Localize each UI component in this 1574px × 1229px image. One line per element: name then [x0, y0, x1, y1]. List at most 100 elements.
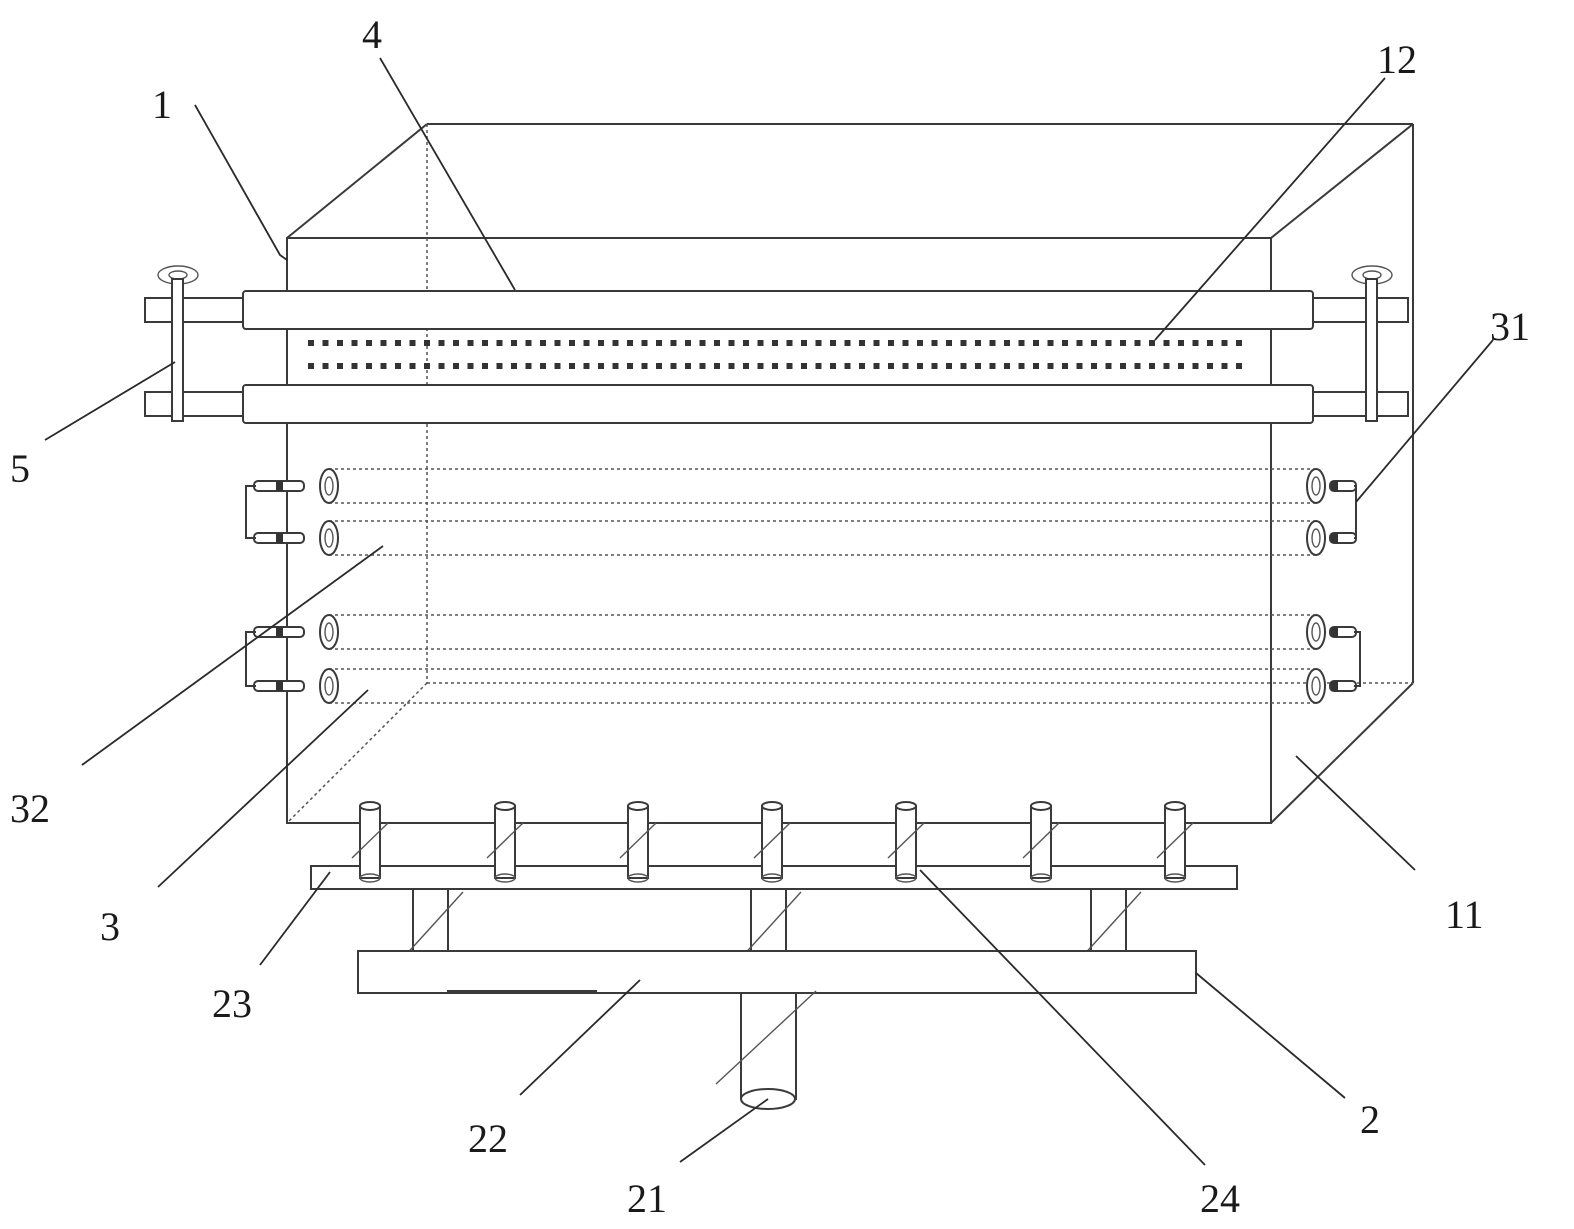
spray-hole [1163, 340, 1170, 346]
spray-hole [685, 363, 691, 369]
tube-end-left [319, 520, 339, 556]
tube-end-right-inner [1311, 622, 1321, 642]
spray-hole [772, 363, 778, 369]
spray-hole [598, 363, 604, 369]
spray-hole [380, 363, 387, 369]
spray-hole [308, 340, 314, 346]
nozzle-hatch [1156, 822, 1194, 859]
spray-hole [917, 340, 923, 346]
nozzle-top [761, 801, 783, 811]
tube-end-left-inner [324, 528, 334, 548]
spray-hole [902, 340, 909, 346]
spray-hole [351, 340, 358, 346]
spray-hole [1004, 340, 1010, 346]
label-1: 1 [152, 82, 172, 127]
tube-end-right [1306, 520, 1326, 556]
spray-hole [351, 363, 358, 369]
spray-hole [888, 363, 894, 369]
label-3: 3 [100, 904, 120, 949]
spray-hole [453, 363, 459, 369]
spray-hole [583, 363, 590, 369]
spray-hole-rows [308, 340, 1242, 369]
spray-hole [1062, 363, 1068, 369]
wire-loop-left-upper [245, 485, 256, 539]
spray-hole [960, 340, 967, 346]
spray-hole [946, 340, 952, 346]
tube-end-right-inner [1311, 476, 1321, 496]
tube-end-right-inner [1311, 676, 1321, 696]
spray-hole [1221, 340, 1228, 346]
heating-tubes [245, 468, 1361, 704]
tube-end-right [1306, 668, 1326, 704]
terminal-right-band [1331, 627, 1338, 637]
spray-hole [931, 340, 938, 346]
nozzle-top [895, 801, 917, 811]
spray-hole [989, 363, 996, 369]
spray-hole [946, 363, 952, 369]
spray-hole [424, 340, 430, 346]
spray-hole [322, 340, 329, 346]
tube-end-left-inner [324, 622, 334, 642]
nozzle [753, 801, 791, 883]
nozzle-bottom [1030, 873, 1052, 883]
spray-hole [467, 363, 474, 369]
nozzle-bottom [761, 873, 783, 883]
tube-end-left [319, 614, 339, 650]
wire-loop-right-upper [1354, 485, 1357, 539]
spray-hole [815, 340, 822, 346]
heating-tube [253, 614, 1357, 650]
spray-hole [830, 363, 836, 369]
terminal-right-band [1331, 481, 1338, 491]
spray-hole [1076, 340, 1083, 346]
spray-hole [917, 363, 923, 369]
spray-hole [1163, 363, 1170, 369]
spray-hole [1120, 363, 1126, 369]
terminal-right-band [1331, 533, 1338, 543]
nozzle-bottom [359, 873, 381, 883]
spray-hole [989, 340, 996, 346]
spray-hole [612, 363, 619, 369]
spray-hole [757, 363, 764, 369]
spray-hole [772, 340, 778, 346]
terminal-left-band [276, 627, 283, 637]
nozzle [1156, 801, 1194, 883]
spray-hole [1047, 363, 1054, 369]
spray-hole [511, 363, 517, 369]
heating-tube [253, 468, 1357, 504]
spray-hole [1149, 363, 1155, 369]
spray-hole [583, 340, 590, 346]
spray-hole [380, 340, 387, 346]
label-5: 5 [10, 446, 30, 491]
spray-hole [743, 340, 749, 346]
spray-hole [670, 363, 677, 369]
nozzle-row [351, 801, 1194, 883]
spray-hole [569, 340, 575, 346]
tube-end-left [319, 468, 339, 504]
spray-hole [322, 363, 329, 369]
spray-hole [496, 340, 503, 346]
spray-hole [960, 363, 967, 369]
spray-hole [728, 340, 735, 346]
spray-hole [931, 363, 938, 369]
spray-hole [1192, 340, 1199, 346]
tube-end-right [1306, 614, 1326, 650]
tube-end-left-inner [324, 476, 334, 496]
spray-hole [888, 340, 894, 346]
spray-hole [496, 363, 503, 369]
spray-hole [337, 363, 343, 369]
label-4: 4 [362, 12, 382, 57]
nozzle-hatch [351, 822, 389, 859]
spray-hole [409, 363, 416, 369]
spray-hole [728, 363, 735, 369]
nozzle-body [494, 805, 516, 879]
nozzle-body [359, 805, 381, 879]
label-22: 22 [468, 1116, 508, 1161]
spray-hole [540, 363, 546, 369]
spray-hole [801, 363, 807, 369]
spray-hole [1221, 363, 1228, 369]
spray-hole [859, 340, 865, 346]
spray-hole [1236, 363, 1242, 369]
spray-hole [511, 340, 517, 346]
heating-tube [253, 520, 1357, 556]
terminal-left-band [276, 481, 283, 491]
